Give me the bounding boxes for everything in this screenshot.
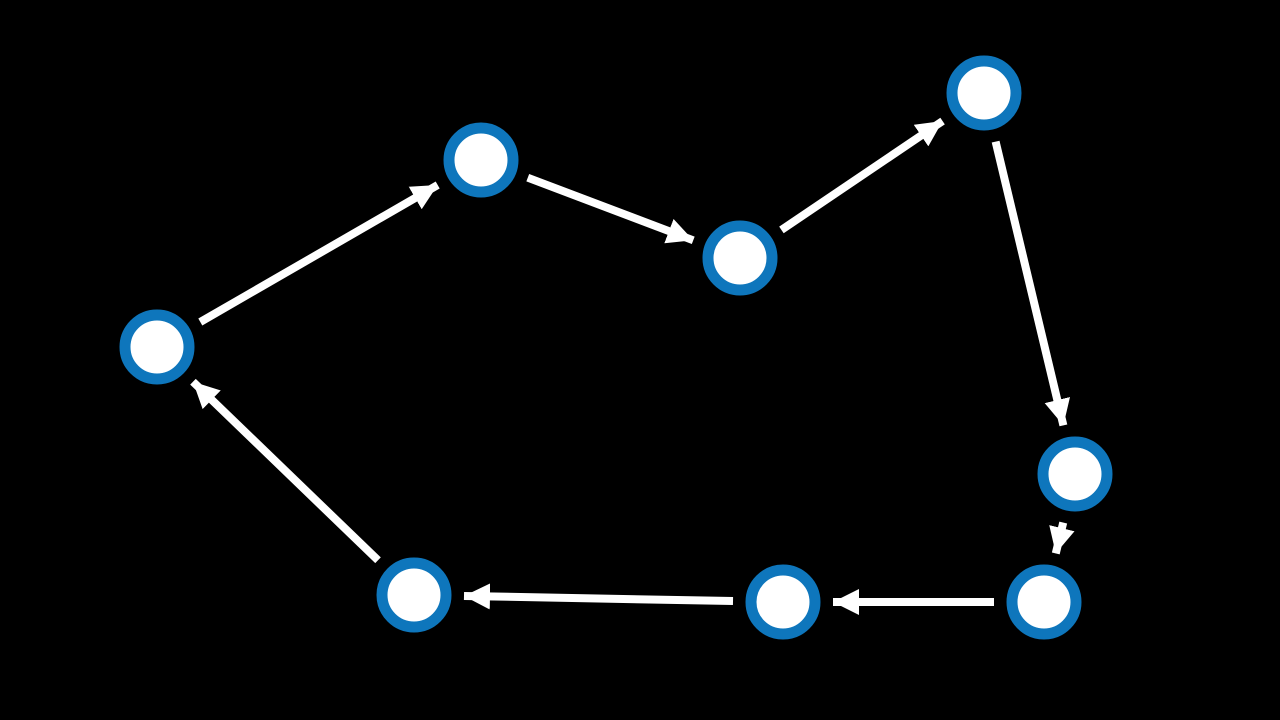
graph-edge-node-left-to-node-upper-mid — [198, 181, 440, 326]
graph-edge-node-bottom-mid-to-node-bottom-left — [463, 583, 734, 610]
graph-edge-node-right-to-node-bottom-right — [1049, 521, 1075, 555]
graph-node-bottom-right — [1006, 564, 1082, 640]
graph-node-bottom-mid — [745, 564, 821, 640]
graph-node-upper-mid — [443, 122, 519, 198]
graph-edge-node-bottom-left-to-node-left — [190, 378, 381, 564]
graph-node-left — [119, 309, 195, 385]
graph-edge-node-center-to-node-top-right — [779, 117, 945, 234]
graph-node-center — [702, 220, 778, 296]
graph-edge-node-top-right-to-node-right — [991, 140, 1070, 427]
graph-node-top-right — [946, 55, 1022, 131]
graph-node-bottom-left — [376, 557, 452, 633]
graph-edge-node-upper-mid-to-node-center — [526, 173, 695, 245]
graph-node-right — [1037, 436, 1113, 512]
